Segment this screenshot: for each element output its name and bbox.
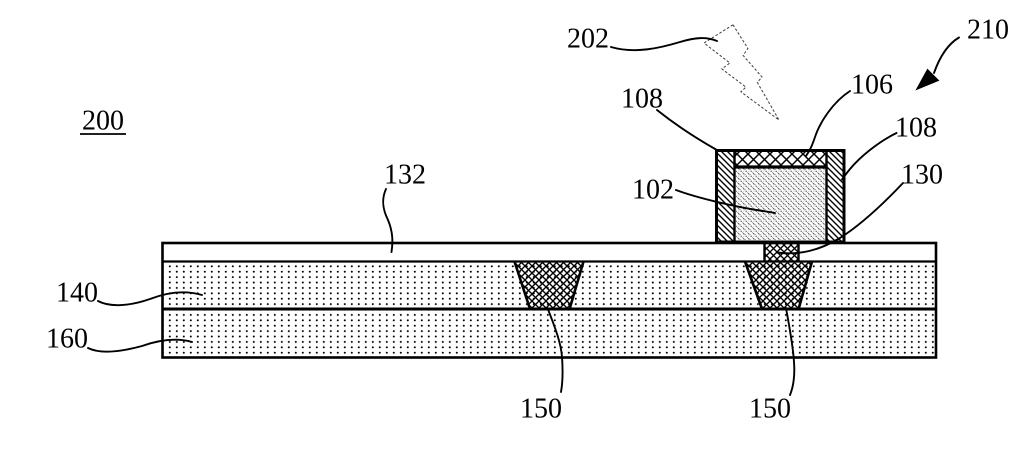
svg-text:140: 140 — [56, 278, 98, 309]
svg-text:132: 132 — [384, 160, 426, 191]
svg-text:200: 200 — [82, 106, 124, 137]
svg-text:106: 106 — [851, 70, 893, 101]
svg-text:160: 160 — [46, 324, 88, 355]
svg-text:202: 202 — [567, 24, 609, 55]
svg-text:108: 108 — [621, 84, 663, 115]
svg-text:150: 150 — [520, 394, 562, 425]
svg-text:102: 102 — [632, 175, 674, 206]
svg-text:210: 210 — [967, 15, 1009, 46]
svg-text:150: 150 — [749, 394, 791, 425]
svg-text:108: 108 — [895, 113, 937, 144]
svg-text:130: 130 — [901, 160, 943, 191]
